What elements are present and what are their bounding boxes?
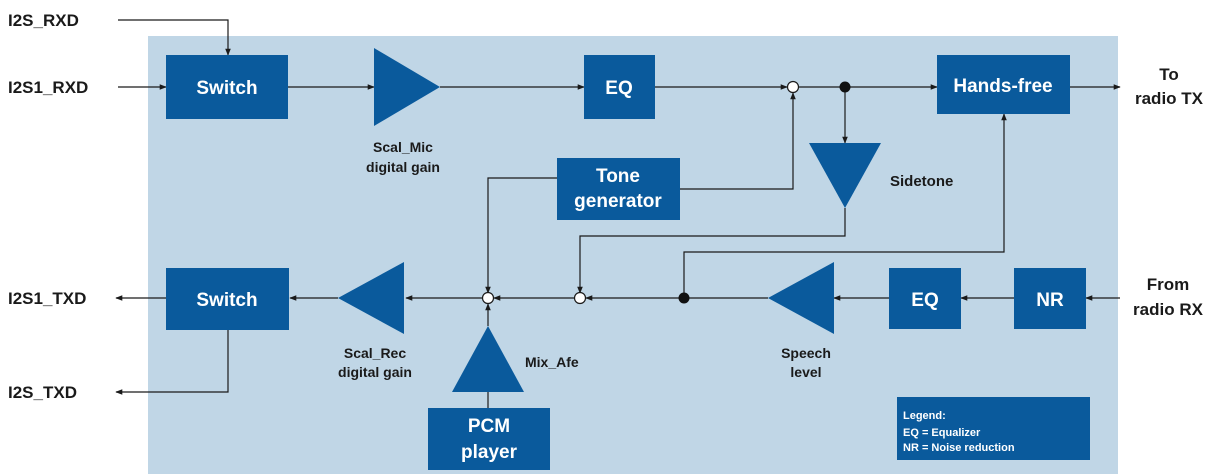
wire-sidetone-node — [577, 208, 846, 294]
legend-title: Legend: — [903, 410, 946, 422]
legend-box: Legend: EQ = Equalizer NR = Noise reduct… — [897, 397, 1090, 460]
summing-node-mix — [481, 291, 495, 305]
speech-level-label-line1: Speech — [781, 345, 831, 361]
eq-bottom-label: EQ — [911, 290, 938, 311]
tone-generator-block: Tone generator — [557, 158, 680, 220]
tone-label-line2: generator — [574, 191, 662, 212]
scal-mic-label-line1: Scal_Mic — [373, 139, 433, 155]
summing-node-tx — [786, 80, 800, 94]
output-i2s1-txd: I2S1_TXD — [8, 289, 86, 308]
tone-label-line1: Tone — [596, 166, 640, 187]
eq-top-block: EQ — [584, 55, 655, 119]
input-i2s-rxd: I2S_RXD — [8, 11, 79, 30]
output-i2s-txd: I2S_TXD — [8, 383, 77, 402]
eq-top-label: EQ — [605, 78, 632, 99]
junction-dot-tx — [839, 81, 851, 93]
scal-mic-label-line2: digital gain — [366, 159, 440, 175]
sidetone-amplifier — [809, 143, 881, 208]
sidetone-label: Sidetone — [890, 173, 953, 190]
nr-block: NR — [1014, 268, 1086, 329]
scal-mic-amplifier — [374, 48, 440, 126]
switch-bottom-label: Switch — [196, 290, 257, 311]
switch-top-label: Switch — [196, 78, 257, 99]
nr-label: NR — [1036, 290, 1064, 311]
scal-rec-label-line2: digital gain — [338, 364, 412, 380]
input-from-radio-line1: From — [1147, 275, 1190, 294]
wire-tone-mix — [485, 177, 557, 294]
output-to-radio-line2: radio TX — [1135, 89, 1204, 108]
handsfree-label: Hands-free — [953, 76, 1052, 97]
mix-afe-label: Mix_Afe — [525, 354, 579, 370]
output-to-radio-line1: To — [1159, 65, 1179, 84]
wire-tone-sum — [680, 92, 796, 190]
input-i2s1-rxd: I2S1_RXD — [8, 78, 88, 97]
pcm-label-line1: PCM — [468, 416, 510, 437]
legend-line-eq: EQ = Equalizer — [903, 427, 981, 439]
scal-rec-label-line1: Scal_Rec — [344, 345, 406, 361]
input-from-radio-line2: radio RX — [1133, 300, 1204, 319]
legend-line-nr: NR = Noise reduction — [903, 442, 1015, 454]
scal-rec-amplifier — [338, 262, 404, 334]
wire-junction-hf — [683, 113, 1007, 299]
switch-top-block: Switch — [166, 55, 288, 119]
handsfree-block: Hands-free — [937, 55, 1070, 114]
junction-dot-rx — [678, 292, 690, 304]
summing-node-sidetone — [573, 291, 587, 305]
eq-bottom-block: EQ — [889, 268, 961, 329]
wire-switch-i2s-txd — [115, 330, 229, 395]
wire-i2s-rxd — [118, 19, 231, 56]
mix-afe-amplifier — [452, 326, 524, 392]
pcm-player-block: PCM player — [428, 408, 550, 470]
speech-level-amplifier — [768, 262, 834, 334]
speech-level-label-line2: level — [790, 364, 821, 380]
switch-bottom-block: Switch — [166, 268, 289, 330]
pcm-label-line2: player — [461, 442, 518, 463]
